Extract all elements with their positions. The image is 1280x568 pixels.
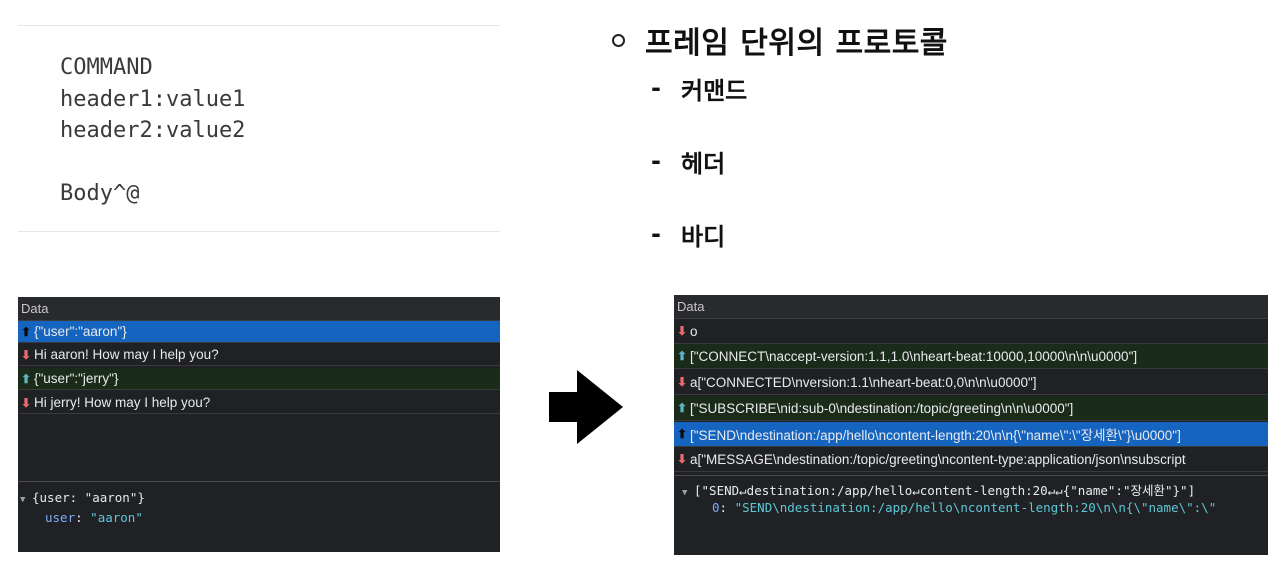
dash-bullet: -: [651, 220, 661, 248]
right-arrow-icon: [549, 370, 623, 444]
message-row[interactable]: ⬆ {"user":"aaron"}: [18, 321, 500, 343]
outline-heading-text: 프레임 단위의 프로토콜: [645, 26, 948, 61]
message-row[interactable]: ⬇ Hi aaron! How may I help you?: [18, 344, 500, 366]
outline-item-command: - 커맨드: [651, 73, 748, 105]
arrow-down-icon: ⬇: [20, 395, 32, 410]
dash-bullet: -: [651, 147, 661, 175]
arrow-up-icon: ⬆: [20, 324, 32, 339]
data-column-header[interactable]: Data: [18, 297, 500, 321]
message-row[interactable]: ⬇ Hi jerry! How may I help you?: [18, 392, 500, 414]
preview-property-line: 0: "SEND\ndestination:/app/hello\nconten…: [712, 500, 1217, 515]
arrow-down-icon: ⬇: [676, 324, 688, 338]
message-text: ["CONNECT\naccept-version:1.1,1.0\nheart…: [690, 348, 1138, 364]
message-row[interactable]: ⬇ a["CONNECTED\nversion:1.1\nheart-beat:…: [674, 370, 1268, 395]
message-row[interactable]: ⬆ ["SEND\ndestination:/app/hello\nconten…: [674, 422, 1268, 447]
expand-triangle-icon[interactable]: ▼: [20, 495, 26, 505]
message-preview: ▼ {user: "aaron"} user: "aaron": [18, 481, 500, 552]
preview-summary-line[interactable]: ▼ ["SEND↵destination:/app/hello↵content-l…: [682, 480, 1195, 499]
outline-item-body: - 바디: [651, 219, 726, 251]
message-text: Hi aaron! How may I help you?: [34, 347, 219, 362]
frame-body-line: Body^@: [60, 181, 140, 206]
message-text: a["CONNECTED\nversion:1.1\nheart-beat:0,…: [690, 374, 1037, 390]
message-text: Hi jerry! How may I help you?: [34, 395, 211, 410]
message-text: {"user":"aaron"}: [34, 324, 127, 339]
message-text: o: [690, 323, 698, 339]
arrow-down-icon: ⬇: [676, 375, 688, 389]
websocket-messages-panel-right: Data ⬇ o ⬆ ["CONNECT\naccept-version:1.1…: [674, 295, 1268, 555]
message-text: {"user":"jerry"}: [34, 371, 119, 386]
frame-header2-line: header2:value2: [60, 118, 246, 143]
websocket-messages-panel-left: Data ⬆ {"user":"aaron"} ⬇ Hi aaron! How …: [18, 297, 500, 552]
message-row[interactable]: ⬇ a["MESSAGE\ndestination:/topic/greetin…: [674, 447, 1268, 472]
arrow-up-icon: ⬆: [676, 427, 688, 441]
message-preview: ▼ ["SEND↵destination:/app/hello↵content-l…: [674, 475, 1268, 555]
arrow-down-icon: ⬇: [20, 347, 32, 362]
outline-item-header: - 헤더: [651, 146, 726, 178]
arrow-up-icon: ⬆: [676, 401, 688, 415]
frame-header1-line: header1:value1: [60, 87, 246, 112]
arrow-up-icon: ⬆: [676, 349, 688, 363]
circle-bullet-icon: [612, 33, 625, 47]
message-row[interactable]: ⬇ o: [674, 319, 1268, 344]
preview-summary: ["SEND↵destination:/app/hello↵content-le…: [694, 483, 1196, 498]
message-text: ["SEND\ndestination:/app/hello\ncontent-…: [690, 428, 1181, 443]
message-row[interactable]: ⬆ {"user":"jerry"}: [18, 368, 500, 390]
preview-property-line: user: "aaron": [45, 510, 143, 525]
outline-item-label: 헤더: [681, 149, 726, 178]
preview-value: "SEND\ndestination:/app/hello\ncontent-l…: [734, 500, 1217, 515]
frame-command-line: COMMAND: [60, 55, 153, 80]
outline-item-label: 바디: [681, 222, 726, 251]
preview-summary-line[interactable]: ▼ {user: "aaron"}: [20, 490, 145, 505]
preview-summary: {user: "aaron"}: [32, 490, 145, 505]
arrow-up-icon: ⬆: [20, 371, 32, 386]
arrow-down-icon: ⬇: [676, 452, 688, 466]
data-column-header[interactable]: Data: [674, 295, 1268, 319]
message-text: ["SUBSCRIBE\nid:sub-0\ndestination:/topi…: [690, 400, 1074, 416]
message-row[interactable]: ⬆ ["SUBSCRIBE\nid:sub-0\ndestination:/to…: [674, 396, 1268, 421]
outline-item-label: 커맨드: [681, 76, 748, 105]
message-row[interactable]: ⬆ ["CONNECT\naccept-version:1.1,1.0\nhea…: [674, 344, 1268, 369]
preview-value: "aaron": [90, 510, 143, 525]
outline-heading: 프레임 단위의 프로토콜: [612, 20, 948, 61]
preview-key: user: [45, 510, 76, 525]
expand-triangle-icon[interactable]: ▼: [682, 488, 688, 498]
dash-bullet: -: [651, 74, 661, 102]
message-text: a["MESSAGE\ndestination:/topic/greeting\…: [690, 451, 1186, 467]
preview-index: 0: [712, 500, 720, 515]
frame-example-box: COMMAND header1:value1 header2:value2 Bo…: [18, 25, 500, 232]
